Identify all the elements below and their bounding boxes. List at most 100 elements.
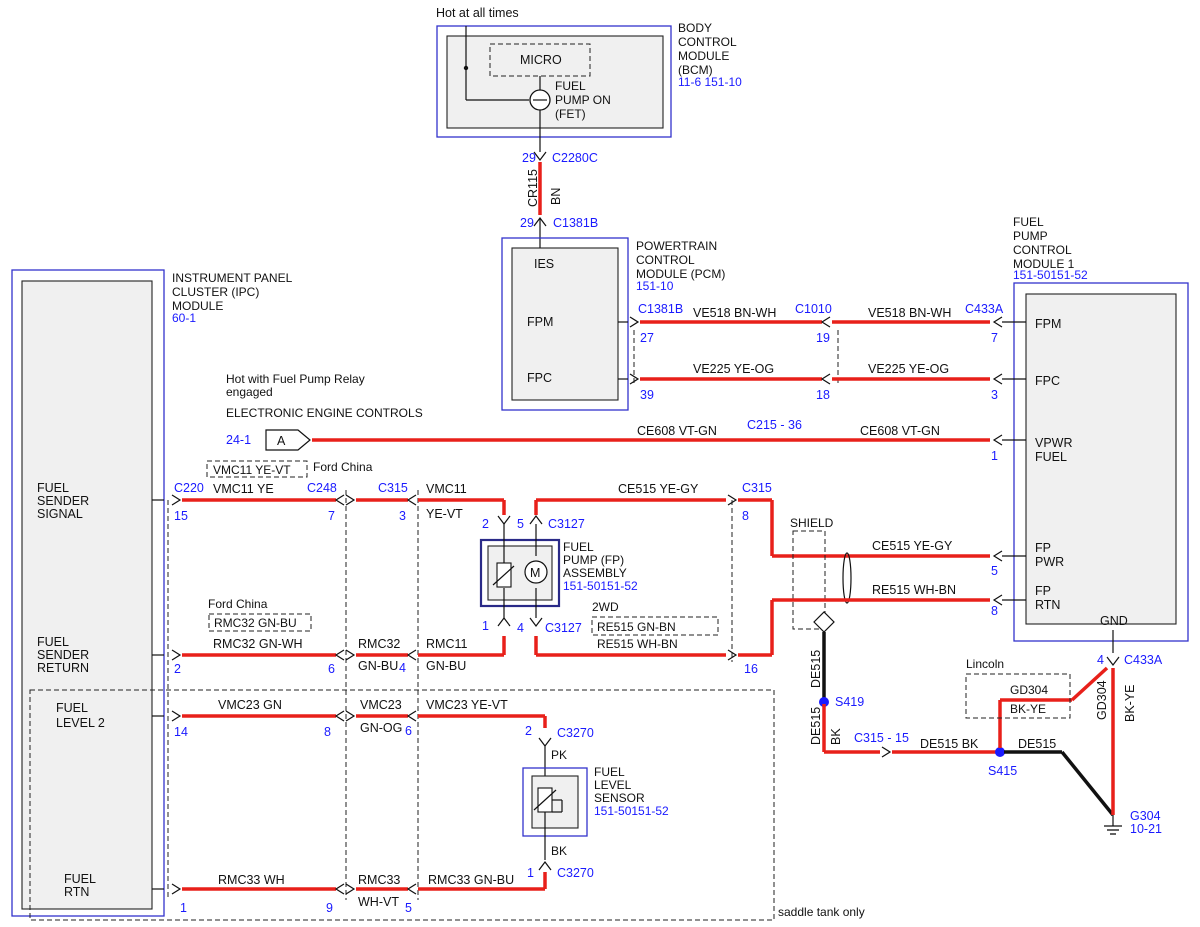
c3270-conn-bottom[interactable]: C3270 [557,866,594,880]
ipc-module[interactable]: INSTRUMENT PANEL CLUSTER (IPC) MODULE 60… [11,269,293,917]
re515-wire[interactable]: 2WD RE515 GN-BN RE515 WH-BN 16 RE515 WH-… [534,583,1026,676]
fuel-pump-name-2: PUMP (FP) [563,553,624,567]
re515-fp-label: RE515 WH-BN [872,583,956,597]
vmc11-wire[interactable]: VMC11 YE-VT Ford China C220 15 VMC11 YE … [152,460,506,523]
fuel-pump-ref[interactable]: 151-50151-52 [563,579,638,593]
fpcm-ref[interactable]: 151-50151-52 [1013,268,1088,282]
ipc-pin-level2-2: LEVEL 2 [56,716,105,730]
ce608-wire[interactable]: Hot with Fuel Pump Relay engaged ELECTRO… [226,372,1026,463]
de515-bk-label: DE515 BK [920,737,979,751]
fpcm-module[interactable]: FUEL PUMP CONTROL MODULE 1 151-50151-52 … [1013,215,1189,653]
fuel-pump-assembly[interactable]: M 2 5 C3127 1 4 C3127 FUEL PUMP (FP) ASS… [479,515,638,635]
c1381b-fpm-conn[interactable]: C1381B [638,302,683,316]
c248-conn[interactable]: C248 [307,481,337,495]
c248-pin-8: 8 [324,725,331,739]
vmc11-label: VMC11 [426,482,467,496]
pcm-ref[interactable]: 151-10 [636,279,674,293]
bk-ye-box-label: BK-YE [1010,702,1046,716]
ipc-ref[interactable]: 60-1 [172,311,196,325]
pcm-pin-fpm: FPM [527,315,553,329]
c1381b-connector-top[interactable]: C1381B [553,216,598,230]
g304-label[interactable]: G304 [1130,809,1161,823]
lincoln-label: Lincoln [966,657,1004,671]
ve518-wire[interactable]: C1381B 27 VE518 BN-WH C1010 19 VE518 BN-… [618,302,1026,345]
de515-vert2-label: DE515 [809,707,823,745]
pcm-name-3: MODULE (PCM) [636,267,725,281]
c2280c-pin: 29 [522,151,536,165]
rmc32-label: RMC32 [358,637,400,651]
fpcm-pin-fp-rtn-2: RTN [1035,598,1060,612]
ipc-outline [11,269,165,917]
c248-pin: 7 [328,509,335,523]
ground-circuit[interactable]: DE515 S419 DE515 BK C315 - 15 DE515 BK S… [809,632,1163,836]
ipc-pin-1: 1 [180,901,187,915]
ipc-pin-2: 2 [174,662,181,676]
ipc-body [21,280,153,910]
c433a-gnd-conn[interactable]: C433A [1124,653,1163,667]
cr115-label: CR115 [526,169,540,207]
s415-splice[interactable] [995,747,1005,757]
s415-label[interactable]: S415 [988,764,1017,778]
fpcm-pin-fp-rtn: FP [1035,584,1051,598]
level-sensor-ref[interactable]: 151-50151-52 [594,804,669,818]
ipc-pin-signal-2: SENDER [37,494,89,508]
fpcm-pin-fpm: FPM [1035,317,1061,331]
relay-note-2: engaged [226,385,273,399]
c3127-pin-5: 5 [517,517,524,531]
eec-connector-a[interactable] [265,429,311,451]
c1381b-fpc-pin: 39 [640,388,654,402]
relay-note-1: Hot with Fuel Pump Relay [226,372,365,386]
pcm-module[interactable]: IES FPM FPC POWERTRAIN CONTROL MODULE (P… [501,237,725,411]
vmc23-label: VMC23 [360,698,402,712]
c1010-pin: 19 [816,331,830,345]
rmc33-wire[interactable]: RMC33 WH 1 9 RMC33 WH-VT 5 RMC33 GN-BU 1… [152,866,594,915]
fuel-pump-name-3: ASSEMBLY [563,566,627,580]
c215-conn[interactable]: C215 - 36 [747,418,802,432]
c3270-conn-top[interactable]: C3270 [557,726,594,740]
ipc-name-3: MODULE [172,299,223,313]
g304-ref[interactable]: 10-21 [1130,822,1162,836]
level-sensor-name-2: LEVEL [594,778,632,792]
vmc11-ye-label: VMC11 YE [213,482,274,496]
rmc32-wire[interactable]: Ford China RMC32 GN-BU RMC32 GN-WH 2 6 R… [152,597,506,676]
c433a-fpm-conn[interactable]: C433A [965,302,1004,316]
s419-label[interactable]: S419 [835,695,864,709]
ce515-wire[interactable]: CE515 YE-GY C315 8 CE515 YE-GY 5 [534,481,1026,578]
ipc-pin-signal-1: FUEL [37,481,69,495]
c315-pin-16: 16 [744,662,758,676]
c3127-conn-top[interactable]: C3127 [548,517,585,531]
s419-splice[interactable] [819,697,829,707]
c220-conn[interactable]: C220 [174,481,204,495]
c3270-pin-1: 1 [527,866,534,880]
c3127-pin-1: 1 [482,619,489,633]
fuel-level-sensor[interactable]: FUEL LEVEL SENSOR 151-50151-52 BK [522,765,669,871]
cr115-wire[interactable]: 29 C2280C CR115 BN 29 C1381B [520,151,598,250]
c1010-conn[interactable]: C1010 [795,302,832,316]
bcm-module[interactable]: Hot at all times MICRO FUEL PUMP ON (FET… [436,6,742,152]
c2280c-connector[interactable]: C2280C [552,151,598,165]
c315-conn-top[interactable]: C315 [378,481,408,495]
fuel-pump-name-1: FUEL [563,540,594,554]
bcm-ref[interactable]: 11-6 151-10 [678,75,742,89]
c3127-conn-bottom[interactable]: C3127 [545,621,582,635]
gd304-top-label: GD304 [1010,683,1048,697]
rmc33-label: RMC33 [358,873,400,887]
fet-line-3: (FET) [555,107,586,121]
bcm-name-1: BODY [678,21,712,35]
ve225-wire[interactable]: 39 VE225 YE-OG 18 VE225 YE-OG 3 [618,362,1026,402]
c3127-pin-2: 2 [482,517,489,531]
vpwr-pin: 1 [991,449,998,463]
bk-sensor-label: BK [551,844,567,858]
c315-15-conn[interactable]: C315 - 15 [854,731,909,745]
bcm-hot-label: Hot at all times [436,6,519,20]
eec-ref[interactable]: 24-1 [226,433,251,447]
vmc23-color: GN-OG [360,721,402,735]
fp-pwr-pin: 5 [991,564,998,578]
c315-conn-right[interactable]: C315 [742,481,772,495]
vmc23-gn-label: VMC23 GN [218,698,282,712]
rmc32-alt-label: RMC32 GN-BU [214,616,297,630]
vmc23-wire[interactable]: VMC23 GN 14 8 VMC23 GN-OG 6 VMC23 YE-VT … [152,698,594,780]
rmc11-color: GN-BU [426,659,466,673]
fpcm-pin-vpwr-2: FUEL [1035,450,1067,464]
c248-pin-6: 6 [328,662,335,676]
